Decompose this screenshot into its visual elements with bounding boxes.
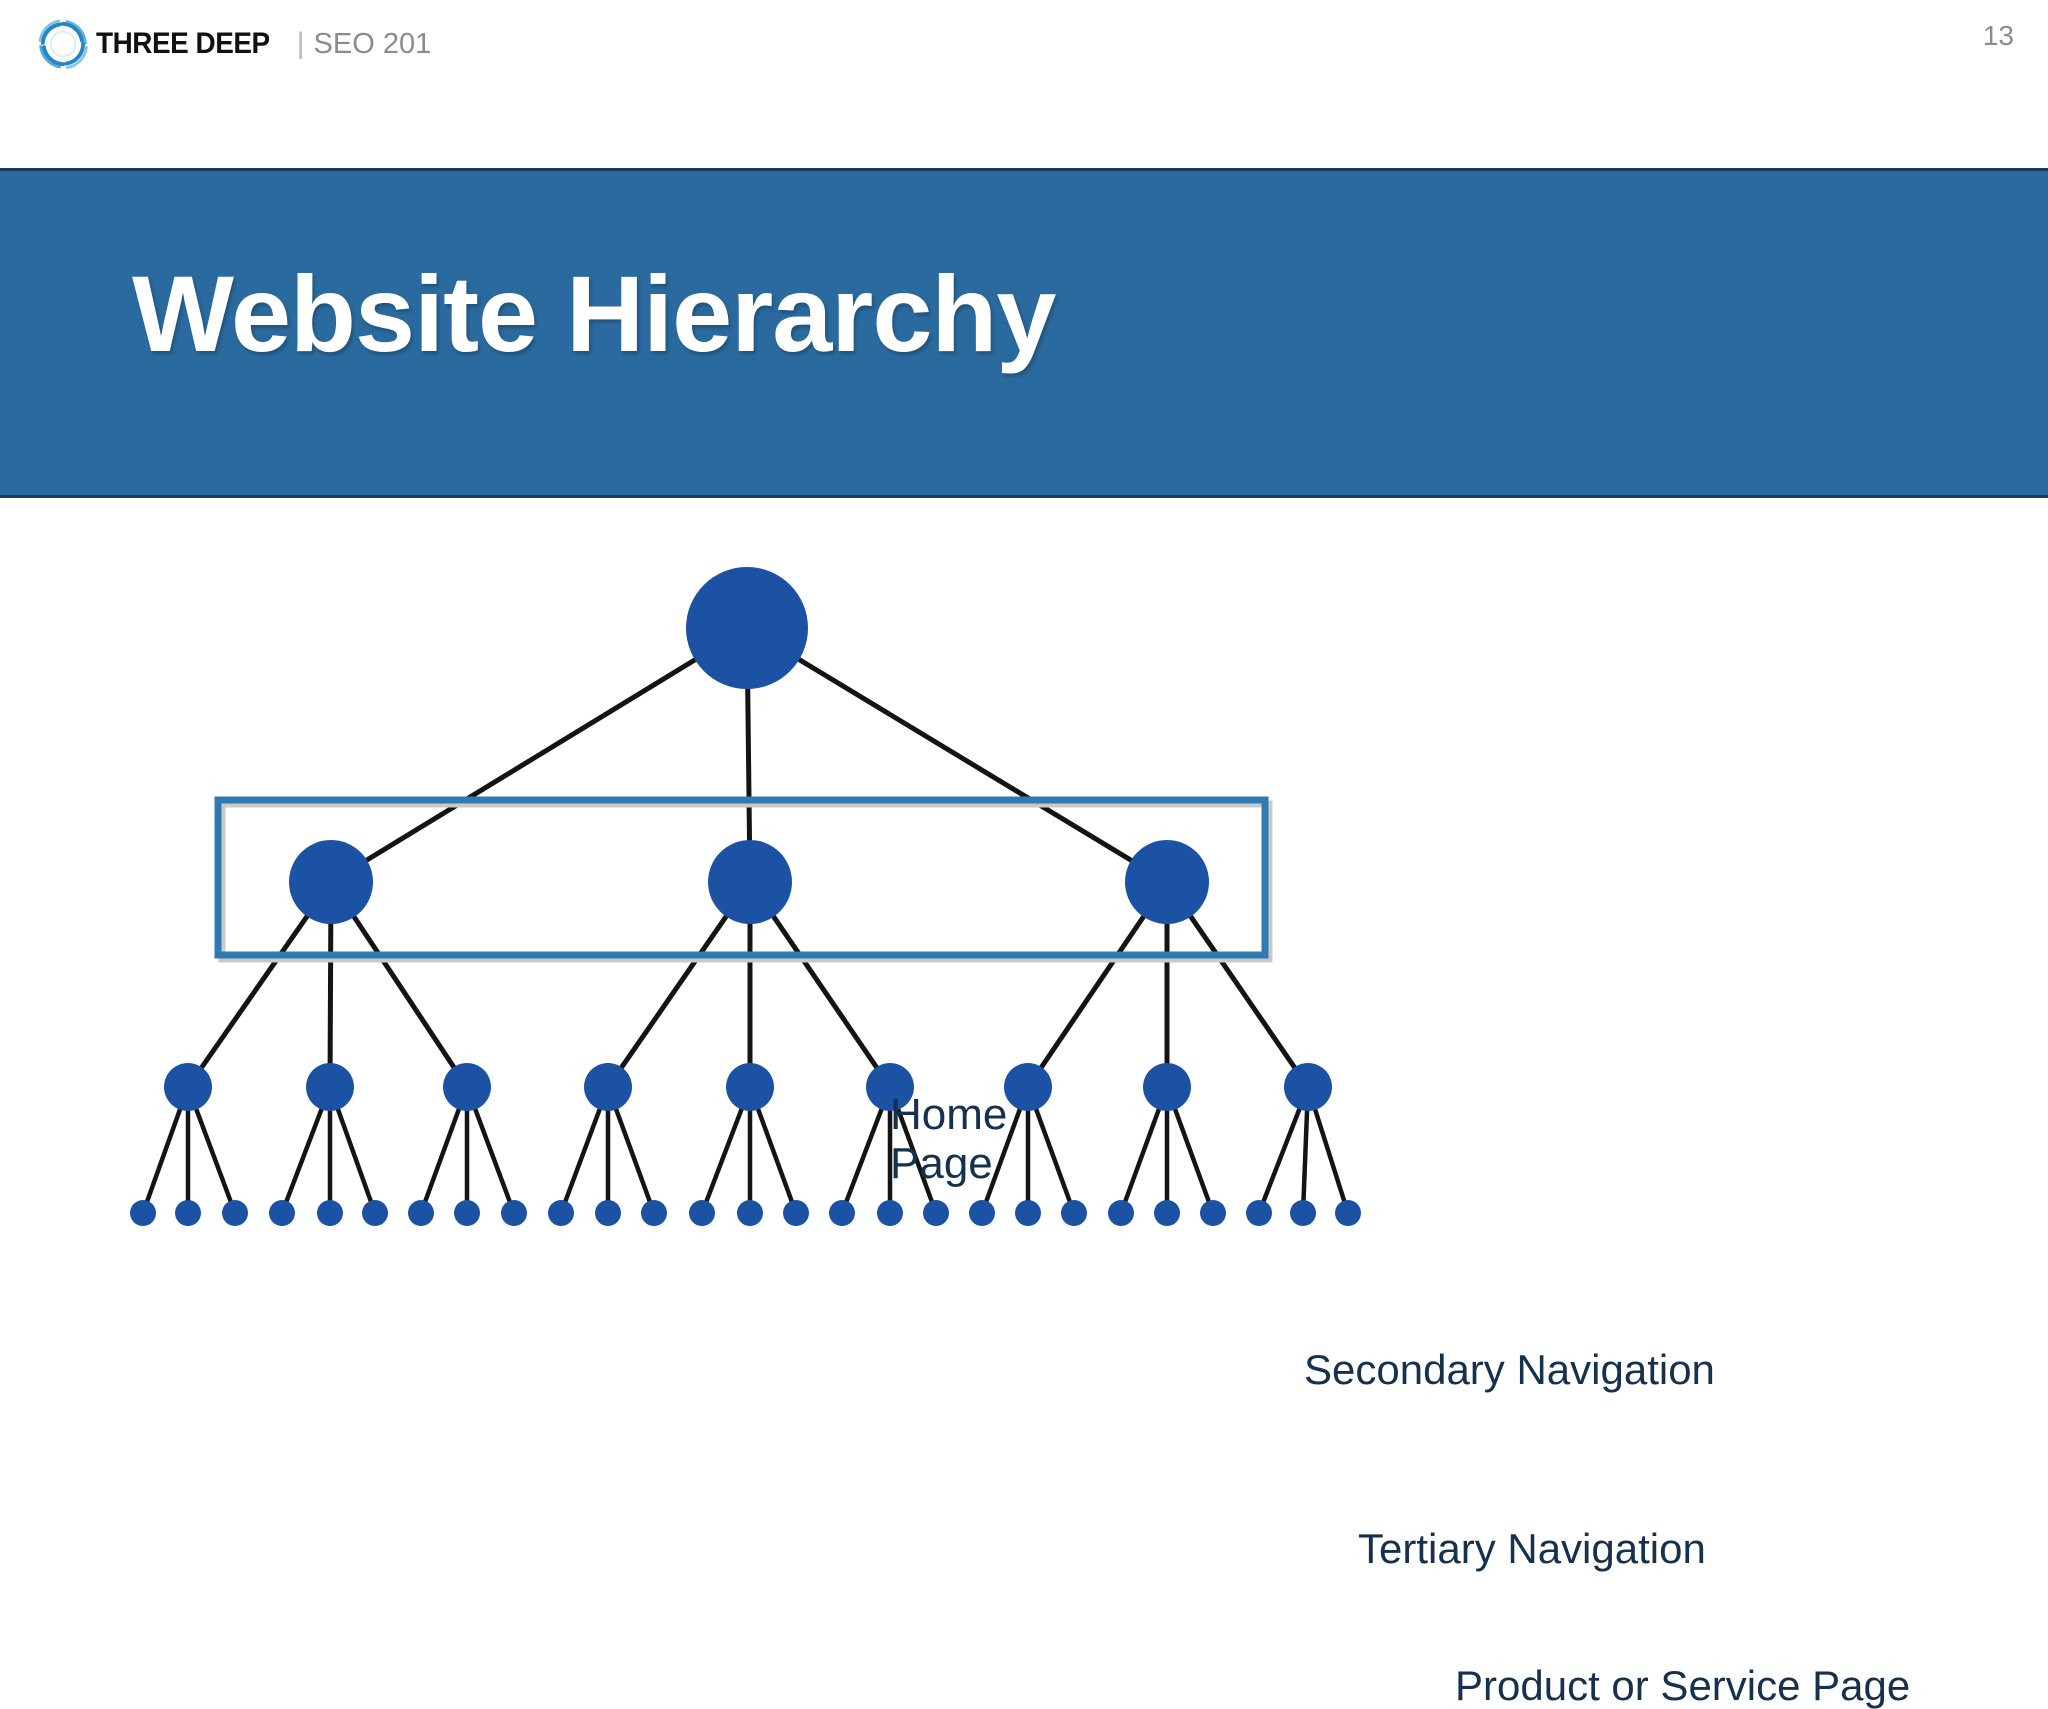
node-leaf bbox=[641, 1200, 667, 1226]
edges-tertiary-to-leaves bbox=[140, 1086, 1351, 1214]
three-deep-swirl-icon bbox=[38, 19, 88, 69]
node-leaf bbox=[783, 1200, 809, 1226]
slide-header: THREE DEEP | SEO 201 13 bbox=[0, 0, 2048, 112]
node-leaf bbox=[595, 1200, 621, 1226]
label-tertiary-navigation: Tertiary Navigation bbox=[1358, 1525, 1706, 1572]
course-label: SEO 201 bbox=[313, 27, 432, 60]
page-number: 13 bbox=[1982, 20, 2014, 51]
node-leaf bbox=[737, 1200, 763, 1226]
hierarchy-tree-svg bbox=[130, 567, 1361, 1226]
node-leaf bbox=[269, 1200, 295, 1226]
node-leaf bbox=[1290, 1200, 1316, 1226]
node-leaf bbox=[1154, 1200, 1180, 1226]
node-leaf bbox=[923, 1200, 949, 1226]
node-tertiary bbox=[1004, 1063, 1052, 1111]
node-leaf bbox=[501, 1200, 527, 1226]
node-tertiary bbox=[1143, 1063, 1191, 1111]
node-leaf bbox=[829, 1200, 855, 1226]
node-leaf bbox=[689, 1200, 715, 1226]
node-tertiary bbox=[726, 1063, 774, 1111]
node-secondary bbox=[1125, 840, 1209, 924]
node-tertiary bbox=[866, 1063, 914, 1111]
node-leaf bbox=[1246, 1200, 1272, 1226]
title-banner: Website Hierarchy bbox=[0, 168, 2048, 498]
node-leaf bbox=[1108, 1200, 1134, 1226]
brand-name: THREE DEEP bbox=[96, 27, 270, 60]
node-leaf bbox=[969, 1200, 995, 1226]
node-leaf bbox=[175, 1200, 201, 1226]
secondary-navigation-highlight-box bbox=[214, 796, 1273, 963]
brand-lockup: THREE DEEP | SEO 201 bbox=[34, 16, 431, 72]
node-tertiary bbox=[164, 1063, 212, 1111]
website-hierarchy-diagram: Home Page Secondary Navigation Tertiary … bbox=[0, 500, 2048, 1709]
node-home-page bbox=[686, 567, 808, 689]
node-tertiary bbox=[584, 1063, 632, 1111]
node-leaf bbox=[1335, 1200, 1361, 1226]
node-leaf bbox=[317, 1200, 343, 1226]
page-title: Website Hierarchy bbox=[132, 253, 1056, 374]
node-leaf bbox=[1200, 1200, 1226, 1226]
node-tertiary bbox=[306, 1063, 354, 1111]
brand-divider: | bbox=[296, 27, 305, 60]
node-secondary bbox=[289, 840, 373, 924]
node-leaf bbox=[548, 1200, 574, 1226]
node-leaf bbox=[1015, 1200, 1041, 1226]
node-leaf bbox=[362, 1200, 388, 1226]
node-leaf bbox=[130, 1200, 156, 1226]
node-leaf bbox=[222, 1200, 248, 1226]
node-tertiary bbox=[443, 1063, 491, 1111]
leaf-nodes-product-or-service bbox=[130, 1200, 1361, 1226]
node-leaf bbox=[408, 1200, 434, 1226]
node-secondary bbox=[708, 840, 792, 924]
label-product-or-service-page: Product or Service Page bbox=[1455, 1662, 1911, 1709]
tertiary-nodes bbox=[164, 1063, 1332, 1111]
secondary-nodes bbox=[289, 840, 1209, 924]
node-leaf bbox=[877, 1200, 903, 1226]
label-secondary-navigation: Secondary Navigation bbox=[1304, 1346, 1715, 1393]
node-leaf bbox=[1061, 1200, 1087, 1226]
label-home-page: Home Page bbox=[890, 1090, 1008, 1189]
node-tertiary bbox=[1284, 1063, 1332, 1111]
node-leaf bbox=[454, 1200, 480, 1226]
